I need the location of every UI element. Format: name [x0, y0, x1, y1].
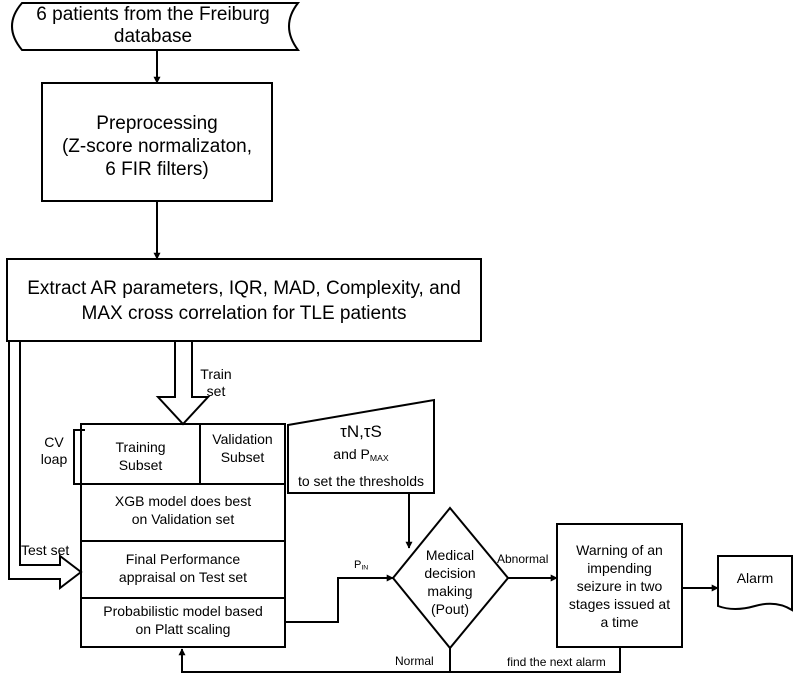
test-set-label: Test set [21, 542, 70, 558]
preprocessing-line3: 6 FIR filters) [105, 159, 209, 180]
arrow-feedback-loop [178, 647, 621, 673]
decision-line2: decision [424, 565, 476, 581]
test-set-hollow-arrow [8, 340, 83, 591]
threshold-input-shape [287, 398, 435, 494]
decision-line3: making [427, 583, 473, 599]
validation-subset-line2: Subset [220, 449, 265, 465]
preprocessing-title: Preprocessing [96, 113, 218, 134]
pin-sub: IN [361, 564, 369, 572]
threshold-pmax: and PMAX [288, 446, 434, 463]
pin-main: P [354, 559, 362, 571]
final-line1: Final Performance [125, 551, 241, 567]
warning-line2: impending [587, 560, 652, 576]
warning-line3: seizure in two [576, 578, 663, 594]
decision-line4: (Pout) [430, 601, 470, 617]
prob-line1: Probabilistic model based [103, 603, 263, 619]
cv-loop-label-2: loap [40, 451, 68, 467]
preprocessing-line2: (Z-score normalizaton, [61, 136, 253, 157]
warning-line1: Warning of an [576, 542, 663, 558]
cv-loop-label-1: CV [44, 434, 64, 450]
warning-line4: stages issued at [568, 596, 671, 612]
model-stack-box [80, 423, 286, 648]
extract-line2: MAX cross correlation for TLE patients [81, 303, 407, 324]
final-line2: appraisal on Test set [118, 569, 248, 585]
threshold-and-p: and P [333, 446, 370, 462]
abnormal-label: Abnormal [497, 552, 549, 566]
warning-line5: a time [600, 614, 639, 630]
alarm-document-shape [717, 555, 793, 612]
training-subset-line2: Subset [118, 457, 163, 473]
preprocessing-box [41, 82, 273, 202]
arrow-pin-to-decision [285, 574, 394, 623]
alarm-label: Alarm [736, 570, 774, 586]
threshold-taus: τN,τS [340, 422, 382, 441]
xgb-line1: XGB model does best [114, 493, 252, 509]
validation-subset-line1: Validation [212, 431, 273, 447]
threshold-pmax-sub: MAX [369, 453, 389, 464]
pin-label: PIN [354, 559, 368, 573]
prob-line2: on Platt scaling [135, 621, 231, 637]
find-next-alarm-label: find the next alarm [507, 655, 606, 669]
cv-loop-bracket [73, 429, 85, 485]
threshold-line3: to set the thresholds [297, 473, 425, 489]
xgb-line2: on Validation set [131, 511, 235, 527]
train-set-label-1: Train [200, 366, 232, 382]
normal-label: Normal [395, 654, 434, 668]
train-set-hollow-arrow [155, 340, 211, 426]
decision-line1: Medical [425, 547, 475, 563]
training-subset-line1: Training [115, 439, 166, 455]
source-shape [11, 2, 301, 51]
warning-box [556, 523, 683, 648]
extract-box [6, 258, 482, 342]
train-set-label-2: set [206, 383, 226, 399]
extract-line1: Extract AR parameters, IQR, MAD, Complex… [27, 278, 461, 299]
